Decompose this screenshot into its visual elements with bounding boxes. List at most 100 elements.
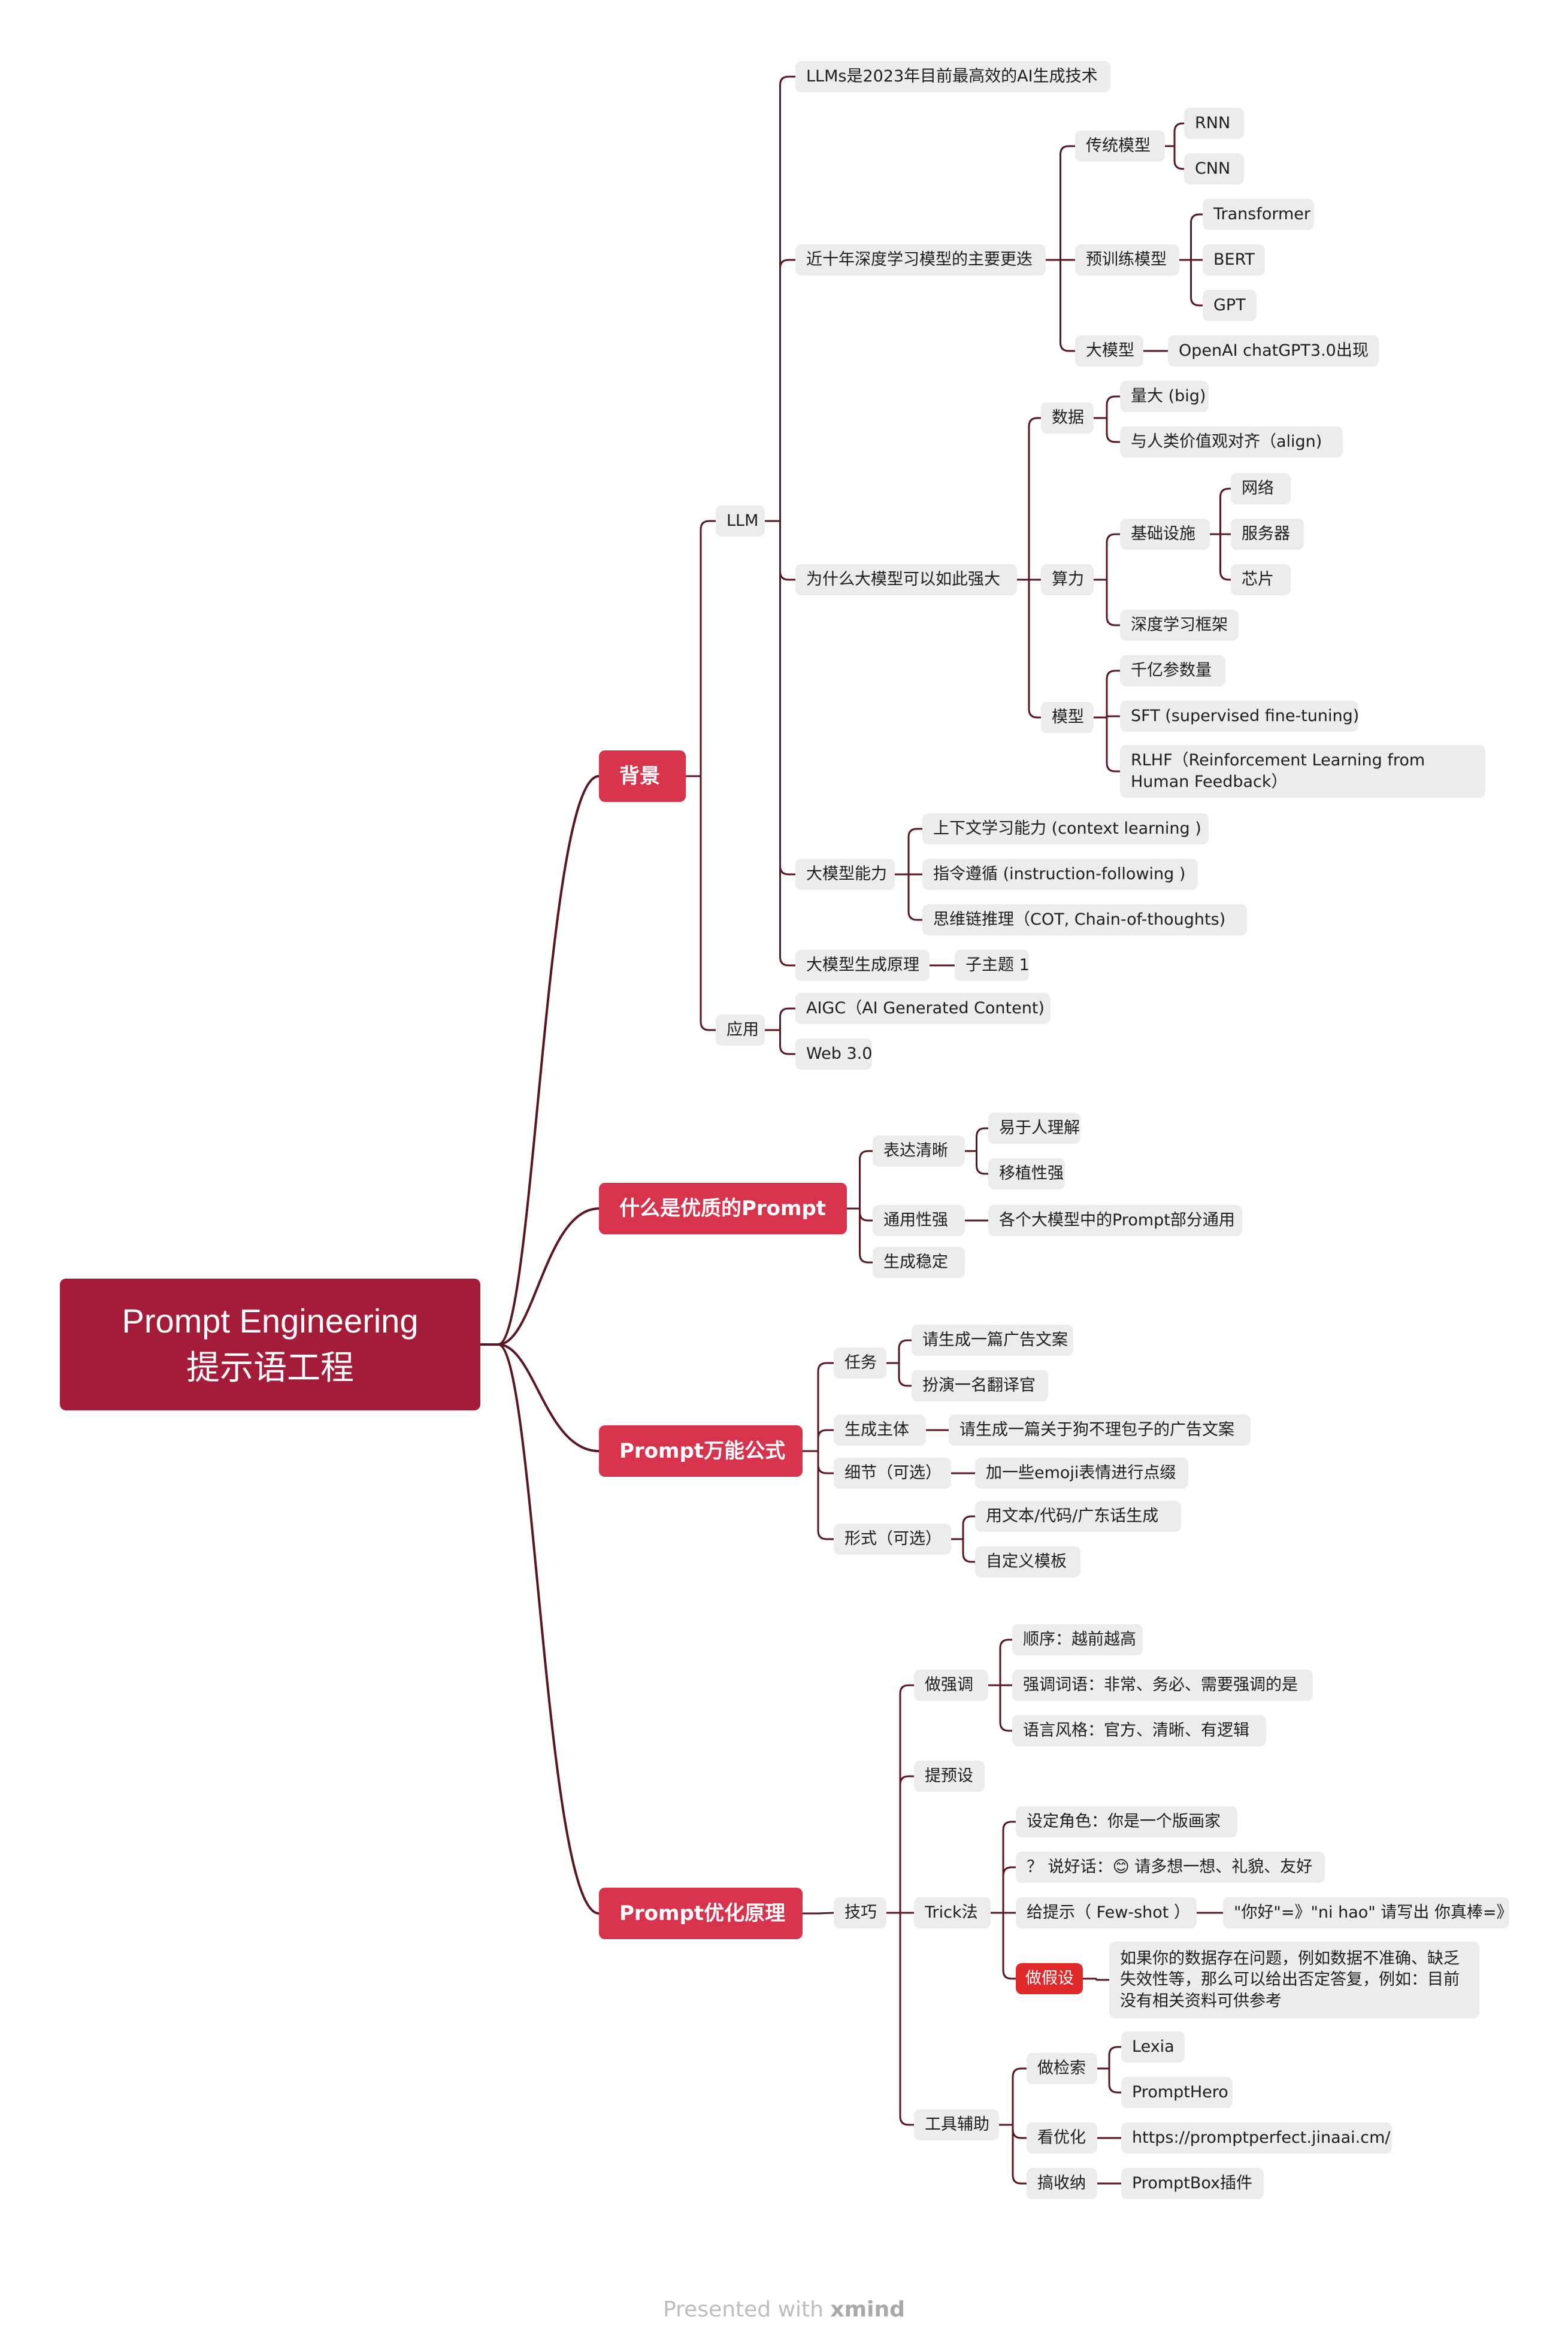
- node-detail[interactable]: 细节（可选）: [834, 1458, 951, 1489]
- node-quality[interactable]: 什么是优质的Prompt: [599, 1183, 847, 1234]
- node-label: 移植性强: [999, 1164, 1064, 1183]
- node-pretrain[interactable]: 预训练模型: [1075, 244, 1179, 275]
- node-rnn[interactable]: RNN: [1184, 108, 1244, 139]
- node-compute[interactable]: 算力: [1041, 564, 1094, 595]
- node-form2[interactable]: 自定义模板: [975, 1546, 1080, 1577]
- node-search[interactable]: 做检索: [1027, 2053, 1097, 2084]
- node-url[interactable]: https://promptperfect.jinaai.cm/: [1121, 2122, 1392, 2154]
- node-task[interactable]: 任务: [834, 1347, 886, 1379]
- node-context[interactable]: 上下文学习能力 (context learning ): [922, 813, 1209, 844]
- node-label: "你好"=》"ni hao" 请写出 你真棒=》: [1234, 1903, 1513, 1922]
- node-network[interactable]: 网络: [1231, 473, 1291, 504]
- node-aigc[interactable]: AIGC（AI Generated Content): [795, 993, 1051, 1024]
- node-big[interactable]: 量大 (big): [1120, 381, 1209, 412]
- node-dl-framework[interactable]: 深度学习框架: [1120, 610, 1239, 641]
- node-trad-model[interactable]: 传统模型: [1075, 131, 1165, 162]
- link-preset: [899, 1775, 915, 1914]
- node-nice[interactable]: ？ 说好话：😊 请多想一想、礼貌、友好: [1016, 1852, 1325, 1883]
- node-stable[interactable]: 生成稳定: [873, 1247, 965, 1278]
- node-params[interactable]: 千亿参数量: [1120, 655, 1225, 686]
- node-label: 生成稳定: [883, 1253, 948, 1272]
- node-label: 请生成一篇关于狗不理包子的广告文案: [959, 1421, 1234, 1440]
- link-prompthero: [1108, 2067, 1122, 2094]
- node-label: 设定角色：你是一个版画家: [1027, 1812, 1221, 1831]
- node-general-desc[interactable]: 各个大模型中的Prompt部分通用: [988, 1205, 1242, 1236]
- node-detail-desc[interactable]: 加一些emoji表情进行点缀: [975, 1458, 1188, 1489]
- node-openai[interactable]: OpenAI chatGPT3.0出现: [1168, 335, 1379, 367]
- node-transformer[interactable]: Transformer: [1203, 199, 1314, 230]
- node-lexia[interactable]: Lexia: [1121, 2031, 1185, 2063]
- node-sft[interactable]: SFT (supervised fine-tuning): [1120, 701, 1359, 732]
- node-infra[interactable]: 基础设施: [1120, 519, 1210, 550]
- link-principle: [779, 520, 797, 967]
- node-clear[interactable]: 表达清晰: [873, 1135, 965, 1167]
- node-label: OpenAI chatGPT3.0出现: [1179, 341, 1369, 361]
- node-cnn[interactable]: CNN: [1184, 153, 1244, 184]
- node-instruct[interactable]: 指令遵循 (instruction-following ): [922, 859, 1198, 890]
- node-dl-models[interactable]: 近十年深度学习模型的主要更迭: [795, 244, 1046, 275]
- node-label: 技巧: [844, 1903, 877, 1922]
- node-bert[interactable]: BERT: [1203, 244, 1265, 275]
- node-label: PromptBox插件: [1132, 2174, 1253, 2193]
- node-chip[interactable]: 芯片: [1231, 564, 1291, 595]
- node-big-model[interactable]: 大模型: [1075, 335, 1143, 367]
- node-style[interactable]: 语言风格：官方、清晰、有逻辑: [1012, 1715, 1266, 1746]
- node-optimize[interactable]: Prompt优化原理: [599, 1888, 803, 1939]
- link-lexia: [1108, 2046, 1122, 2070]
- node-trick[interactable]: Trick法: [914, 1897, 991, 1928]
- node-llm[interactable]: LLM: [716, 505, 765, 537]
- node-promptbox[interactable]: PromptBox插件: [1121, 2168, 1264, 2199]
- node-rlhf[interactable]: RLHF（Reinforcement Learning from Human F…: [1120, 745, 1485, 798]
- node-form[interactable]: 形式（可选）: [834, 1524, 951, 1555]
- node-label: 自定义模板: [986, 1552, 1067, 1571]
- node-form1[interactable]: 用文本/代码/广东话生成: [975, 1501, 1181, 1532]
- node-why-strong[interactable]: 为什么大模型可以如此强大: [795, 564, 1017, 595]
- node-tools[interactable]: 工具辅助: [914, 2109, 999, 2140]
- node-bg[interactable]: 背景: [599, 750, 686, 802]
- node-fewshot[interactable]: 给提示（ Few-shot ）: [1016, 1897, 1197, 1928]
- node-subtopic[interactable]: 子主题 1: [955, 950, 1030, 981]
- node-emph-words[interactable]: 强调词语：非常、务必、需要强调的是: [1012, 1670, 1313, 1701]
- link-llm-2023: [779, 75, 797, 522]
- node-skill[interactable]: 技巧: [834, 1897, 886, 1928]
- node-collect[interactable]: 搞收纳: [1027, 2168, 1097, 2199]
- node-general[interactable]: 通用性强: [873, 1205, 965, 1236]
- node-formula[interactable]: Prompt万能公式: [599, 1425, 803, 1477]
- node-subject[interactable]: 生成主体: [834, 1415, 926, 1446]
- node-ability[interactable]: 大模型能力: [795, 859, 895, 890]
- node-portable[interactable]: 移植性强: [988, 1158, 1065, 1189]
- node-easy[interactable]: 易于人理解: [988, 1113, 1080, 1144]
- node-fewshot-ex[interactable]: "你好"=》"ni hao" 请写出 你真棒=》: [1223, 1897, 1513, 1928]
- node-app[interactable]: 应用: [716, 1014, 765, 1046]
- node-order[interactable]: 顺序：越前越高: [1012, 1624, 1143, 1655]
- node-server[interactable]: 服务器: [1231, 519, 1304, 550]
- node-cot[interactable]: 思维链推理（COT, Chain-of-thoughts): [922, 904, 1247, 935]
- node-web3[interactable]: Web 3.0: [795, 1038, 872, 1070]
- node-llm-2023[interactable]: LLMs是2023年目前最高效的AI生成技术: [795, 61, 1110, 92]
- node-align[interactable]: 与人类价值观对齐（align): [1120, 426, 1343, 458]
- node-label: 上下文学习能力 (context learning ): [933, 819, 1201, 838]
- node-data[interactable]: 数据: [1041, 402, 1094, 434]
- branch-formula: [479, 1343, 600, 1452]
- link-dl-framework: [1106, 579, 1121, 626]
- footer-prefix: Presented with: [663, 2297, 831, 2322]
- node-task2[interactable]: 扮演一名翻译官: [912, 1370, 1048, 1401]
- node-subject-desc[interactable]: 请生成一篇关于狗不理包子的广告文案: [949, 1415, 1251, 1446]
- node-role[interactable]: 设定角色：你是一个版画家: [1016, 1806, 1237, 1837]
- node-label: Prompt优化原理: [619, 1901, 786, 1925]
- node-principle[interactable]: 大模型生成原理: [795, 950, 930, 981]
- node-prompthero[interactable]: PromptHero: [1121, 2077, 1233, 2108]
- node-task1[interactable]: 请生成一篇广告文案: [912, 1325, 1073, 1356]
- node-label: 大模型: [1086, 341, 1134, 361]
- node-label: 语言风格：官方、清晰、有逻辑: [1023, 1721, 1249, 1740]
- node-view-opt[interactable]: 看优化: [1027, 2122, 1097, 2154]
- node-label: 形式（可选）: [844, 1530, 942, 1549]
- node-model[interactable]: 模型: [1041, 702, 1094, 733]
- node-emphasis[interactable]: 做强调: [914, 1670, 988, 1701]
- node-gpt[interactable]: GPT: [1203, 290, 1257, 321]
- node-assume[interactable]: 做假设: [1016, 1963, 1083, 1994]
- node-preset[interactable]: 提预设: [914, 1761, 985, 1792]
- link-tools: [899, 1912, 915, 2126]
- node-assume-desc[interactable]: 如果你的数据存在问题，例如数据不准确、缺乏失效性等，那么可以给出否定答复，例如：…: [1109, 1942, 1479, 2018]
